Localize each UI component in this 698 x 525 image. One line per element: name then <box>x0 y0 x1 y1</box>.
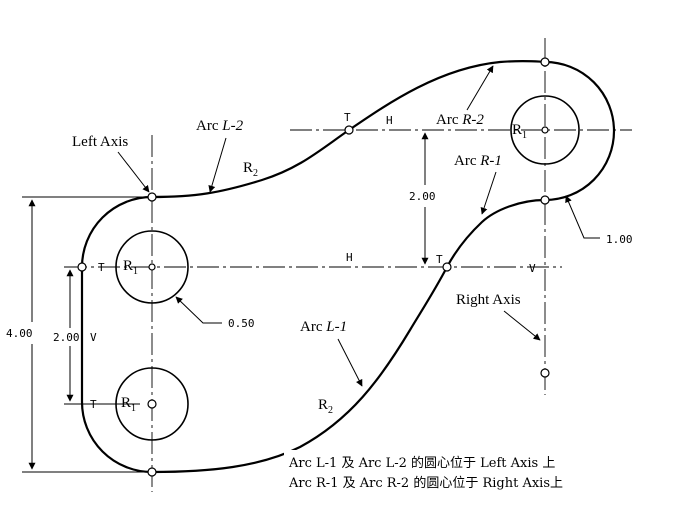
dim-radius-right: 1.00 <box>606 233 633 246</box>
marker-v-right: V <box>529 262 536 275</box>
label-arc-l1: Arc L-1 <box>300 319 347 335</box>
marker-t-left-lower: T <box>90 398 97 411</box>
leader-radius-small <box>175 296 222 324</box>
point-left-hole-lower <box>147 399 157 409</box>
marker-h-upper: H <box>386 114 393 127</box>
point-left-bottom <box>147 467 157 477</box>
arrow-arc-l1 <box>337 338 363 387</box>
note-line-1: Arc L-1 及 Arc L-2 的圆心位于 Left Axis 上 <box>288 455 555 471</box>
dim-vertical-offset: 2.00 <box>409 190 436 203</box>
marker-t-upper: T <box>344 111 351 124</box>
svg-text:R2: R2 <box>243 160 258 179</box>
svg-text:R1: R1 <box>123 258 138 277</box>
label-left-axis: Left Axis <box>72 134 128 150</box>
arrow-arc-r2 <box>466 65 494 111</box>
dim-hole-spacing: 2.00 <box>53 331 80 344</box>
point-left-edge <box>77 262 87 272</box>
arrow-arc-r1 <box>480 171 497 215</box>
point-left-hole-upper <box>148 263 156 271</box>
marker-h-middle: H <box>346 251 353 264</box>
marker-t-left-edge: T <box>98 261 105 274</box>
marker-v-left: V <box>90 331 97 344</box>
marker-t-middle: T <box>436 253 443 266</box>
point-right-axis-end <box>540 368 550 378</box>
part-outline <box>80 60 616 474</box>
point-tangent-middle <box>442 262 452 272</box>
svg-text:R2: R2 <box>318 397 333 416</box>
point-right-top <box>540 57 550 67</box>
label-arc-r1: Arc R-1 <box>454 153 502 169</box>
radius-label-r2-top: R2 <box>243 160 258 179</box>
label-arc-r2: Arc R-2 <box>436 112 484 128</box>
label-right-axis: Right Axis <box>456 292 521 308</box>
point-left-top <box>147 192 157 202</box>
svg-text:R1: R1 <box>512 122 527 141</box>
point-tangent-upper <box>344 125 354 135</box>
arrow-arc-l2 <box>208 137 227 193</box>
dim-total-height: 4.00 <box>6 327 33 340</box>
hole-upper-left <box>115 230 189 304</box>
label-arc-l2: Arc L-2 <box>196 118 244 134</box>
point-right-bottom <box>540 195 550 205</box>
svg-text:R1: R1 <box>121 395 136 414</box>
leader-radius-right <box>565 195 600 239</box>
radius-label-r1-left-upper: R1 <box>123 258 138 277</box>
arrow-right-axis <box>503 310 541 341</box>
radius-label-r2-bottom: R2 <box>318 397 333 416</box>
dim-radius-small: 0.50 <box>228 317 255 330</box>
radius-label-r1-left-lower: R1 <box>121 395 136 414</box>
hole-right <box>510 95 580 165</box>
point-right-center <box>541 126 549 134</box>
arrow-left-axis <box>117 151 150 193</box>
radius-label-r1-right: R1 <box>512 122 527 141</box>
note-line-2: Arc R-1 及 Arc R-2 的圆心位于 Right Axis上 <box>288 475 563 491</box>
